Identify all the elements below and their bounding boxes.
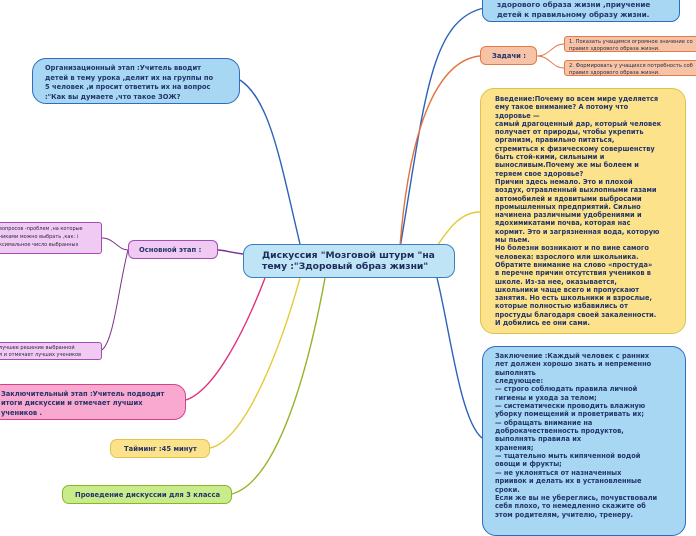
main-stage-label: Основной этап : (139, 246, 202, 254)
branch-to-conduct (231, 277, 326, 495)
branch-to-final-stage (185, 277, 266, 401)
branch-task-2 (536, 55, 565, 69)
timing-node[interactable]: Тайминг :45 минут (110, 439, 210, 458)
goal-text: здорового образа жизни ,приучение детей … (497, 0, 651, 19)
timing-text: Тайминг :45 минут (124, 445, 197, 453)
main-stage-subitem-1[interactable]: вопросов -проблем ,на которые чиками мож… (0, 222, 102, 254)
central-topic-line1: Дискуссия "Мозговой штурм "на (262, 250, 435, 261)
final-stage-node[interactable]: Заключительный этап :Учитель подводит ит… (0, 384, 186, 420)
introduction-node[interactable]: Введение:Почему во всем мире уделяется е… (480, 88, 686, 334)
branch-main-sub2 (101, 249, 129, 351)
task-item-1-text: 1. Показать учащимся огромное значение с… (569, 39, 693, 52)
conclusion-text: Заключение :Каждый человек с ранних лет … (495, 352, 658, 519)
branch-to-tasks (399, 55, 481, 247)
branch-to-main-stage (217, 249, 244, 255)
tasks-node[interactable]: Задачи : (480, 46, 537, 65)
central-topic-line2: тему :"Здоровый образ жизни" (262, 260, 429, 272)
tasks-label: Задачи : (492, 52, 527, 60)
branch-to-timing (209, 277, 301, 449)
conduct-text: Проведение дискуссии для 3 класса (75, 491, 221, 499)
branch-task-1 (536, 43, 565, 57)
branch-to-conclusion (436, 277, 483, 439)
branch-to-goal (399, 7, 485, 249)
central-topic[interactable]: Дискуссия "Мозговой штурм "на тему :"Здо… (243, 244, 455, 278)
organizational-stage-node[interactable]: Организационный этап :Учитель вводит дет… (32, 58, 240, 104)
branch-to-intro (436, 211, 481, 247)
main-stage-subitem-2[interactable]: лучшее решение выбранной л и отмечает лу… (0, 342, 102, 360)
organizational-stage-text: Организационный этап :Учитель вводит дет… (45, 64, 214, 101)
goal-node[interactable]: здорового образа жизни ,приучение детей … (482, 0, 680, 22)
main-stage-subitem-2-text: лучшее решение выбранной л и отмечает лу… (0, 345, 82, 358)
task-item-2[interactable]: 2. Формировать у учащихся потребность со… (564, 60, 696, 76)
main-stage-node[interactable]: Основной этап : (128, 240, 218, 259)
task-item-1[interactable]: 1. Показать учащимся огромное значение с… (564, 36, 696, 52)
conclusion-node[interactable]: Заключение :Каждый человек с ранних лет … (482, 346, 686, 536)
final-stage-text: Заключительный этап :Учитель подводит ит… (1, 390, 165, 417)
introduction-text: Введение:Почему во всем мире уделяется е… (495, 95, 662, 328)
task-item-2-text: 2. Формировать у учащихся потребность со… (569, 63, 693, 76)
branch-to-organizational (239, 79, 301, 245)
connector-lines (101, 7, 565, 495)
branch-main-sub1 (101, 237, 129, 251)
main-stage-subitem-1-text: вопросов -проблем ,на которые чиками мож… (0, 226, 83, 248)
conduct-node[interactable]: Проведение дискуссии для 3 класса (62, 485, 232, 504)
